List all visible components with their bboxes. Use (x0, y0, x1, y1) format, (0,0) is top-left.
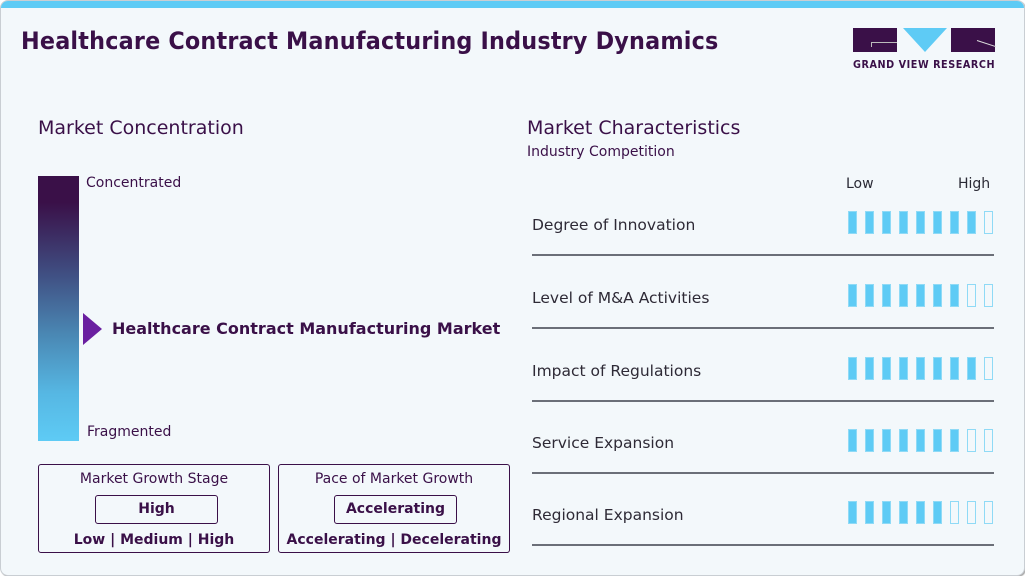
rating-bar-filled (933, 211, 942, 234)
market-concentration-title: Market Concentration (38, 117, 244, 139)
rating-bar-filled (882, 211, 891, 234)
rating-bar-filled (950, 211, 959, 234)
grand-view-research-logo: GRAND VIEW RESEARCH (853, 28, 997, 72)
rating-bar-empty (984, 211, 993, 234)
fragmented-label: Fragmented (87, 424, 172, 440)
rating-bars (848, 284, 1001, 307)
growth-pace-title: Pace of Market Growth (314, 471, 474, 487)
rating-bar-filled (882, 357, 891, 380)
rating-bar-filled (967, 211, 976, 234)
row-divider (532, 400, 994, 402)
characteristic-label: Impact of Regulations (532, 362, 702, 380)
rating-bar-filled (933, 284, 942, 307)
rating-bar-filled (916, 429, 925, 452)
rating-bar-empty (967, 429, 976, 452)
logo-v-triangle-icon (903, 28, 947, 52)
rating-bar-filled (916, 501, 925, 524)
characteristic-row: Regional Expansion (532, 501, 994, 575)
growth-stage-value: High (95, 495, 218, 524)
rating-bar-filled (848, 429, 857, 452)
concentration-gradient-bar (38, 176, 79, 441)
page-title: Healthcare Contract Manufacturing Indust… (21, 27, 719, 55)
rating-bar-filled (848, 357, 857, 380)
characteristic-label: Degree of Innovation (532, 216, 696, 234)
rating-bar-empty (950, 501, 959, 524)
growth-pace-value: Accelerating (334, 495, 457, 524)
characteristic-label: Service Expansion (532, 434, 675, 452)
rating-bar-filled (865, 211, 874, 234)
rating-bar-empty (984, 429, 993, 452)
rating-bar-filled (916, 357, 925, 380)
growth-stage-title: Market Growth Stage (79, 471, 229, 487)
market-characteristics-title: Market Characteristics (527, 117, 741, 139)
characteristic-label: Regional Expansion (532, 506, 684, 524)
characteristic-row: Impact of Regulations (532, 357, 994, 434)
scale-high-label: High (958, 176, 991, 192)
industry-competition-subtitle: Industry Competition (527, 144, 675, 160)
pace-of-growth-box: Pace of Market Growth Accelerating Accel… (278, 464, 510, 553)
rating-bar-empty (984, 284, 993, 307)
rating-bar-filled (865, 429, 874, 452)
rating-bar-filled (950, 429, 959, 452)
rating-bar-empty (967, 501, 976, 524)
row-divider (532, 327, 994, 329)
rating-bar-filled (899, 211, 908, 234)
rating-bar-filled (882, 501, 891, 524)
logo-g-stroke-tick (871, 42, 872, 47)
rating-bar-filled (916, 211, 925, 234)
top-accent-bar (1, 1, 1024, 8)
row-divider (532, 544, 994, 546)
rating-bar-empty (967, 284, 976, 307)
rating-bars (848, 211, 1001, 234)
logo-r-block-icon (951, 28, 995, 52)
market-position-pointer-icon (83, 313, 102, 345)
row-divider (532, 254, 994, 256)
concentrated-label: Concentrated (86, 175, 182, 191)
rating-bar-empty (984, 501, 993, 524)
rating-bar-filled (865, 501, 874, 524)
characteristic-row: Degree of Innovation (532, 211, 994, 288)
characteristic-row: Level of M&A Activities (532, 284, 994, 361)
rating-bar-empty (984, 357, 993, 380)
market-position-label: Healthcare Contract Manufacturing Market (112, 319, 501, 338)
rating-bar-filled (882, 429, 891, 452)
rating-bar-filled (933, 357, 942, 380)
row-divider (532, 472, 994, 474)
rating-bar-filled (950, 357, 959, 380)
rating-bar-filled (865, 284, 874, 307)
rating-bar-filled (865, 357, 874, 380)
rating-bar-filled (950, 284, 959, 307)
rating-bar-filled (933, 429, 942, 452)
scale-low-label: Low (846, 176, 874, 192)
growth-stage-options: Low | Medium | High (73, 532, 235, 548)
logo-text: GRAND VIEW RESEARCH (853, 59, 996, 71)
rating-bars (848, 357, 1001, 380)
logo-g-stroke (871, 42, 897, 43)
logo-g-block-icon (853, 28, 897, 52)
growth-pace-options: Accelerating | Decelerating (286, 532, 502, 548)
rating-bar-filled (882, 284, 891, 307)
rating-bar-filled (848, 284, 857, 307)
market-growth-stage-box: Market Growth Stage High Low | Medium | … (38, 464, 270, 553)
rating-bar-filled (899, 284, 908, 307)
rating-bar-filled (933, 501, 942, 524)
rating-bar-filled (899, 429, 908, 452)
rating-bar-filled (899, 357, 908, 380)
rating-bar-filled (916, 284, 925, 307)
characteristic-label: Level of M&A Activities (532, 289, 710, 307)
rating-bar-filled (848, 211, 857, 234)
characteristic-row: Service Expansion (532, 429, 994, 506)
rating-bars (848, 501, 1001, 524)
rating-bars (848, 429, 1001, 452)
rating-bar-filled (899, 501, 908, 524)
rating-bar-filled (967, 357, 976, 380)
rating-bar-filled (848, 501, 857, 524)
